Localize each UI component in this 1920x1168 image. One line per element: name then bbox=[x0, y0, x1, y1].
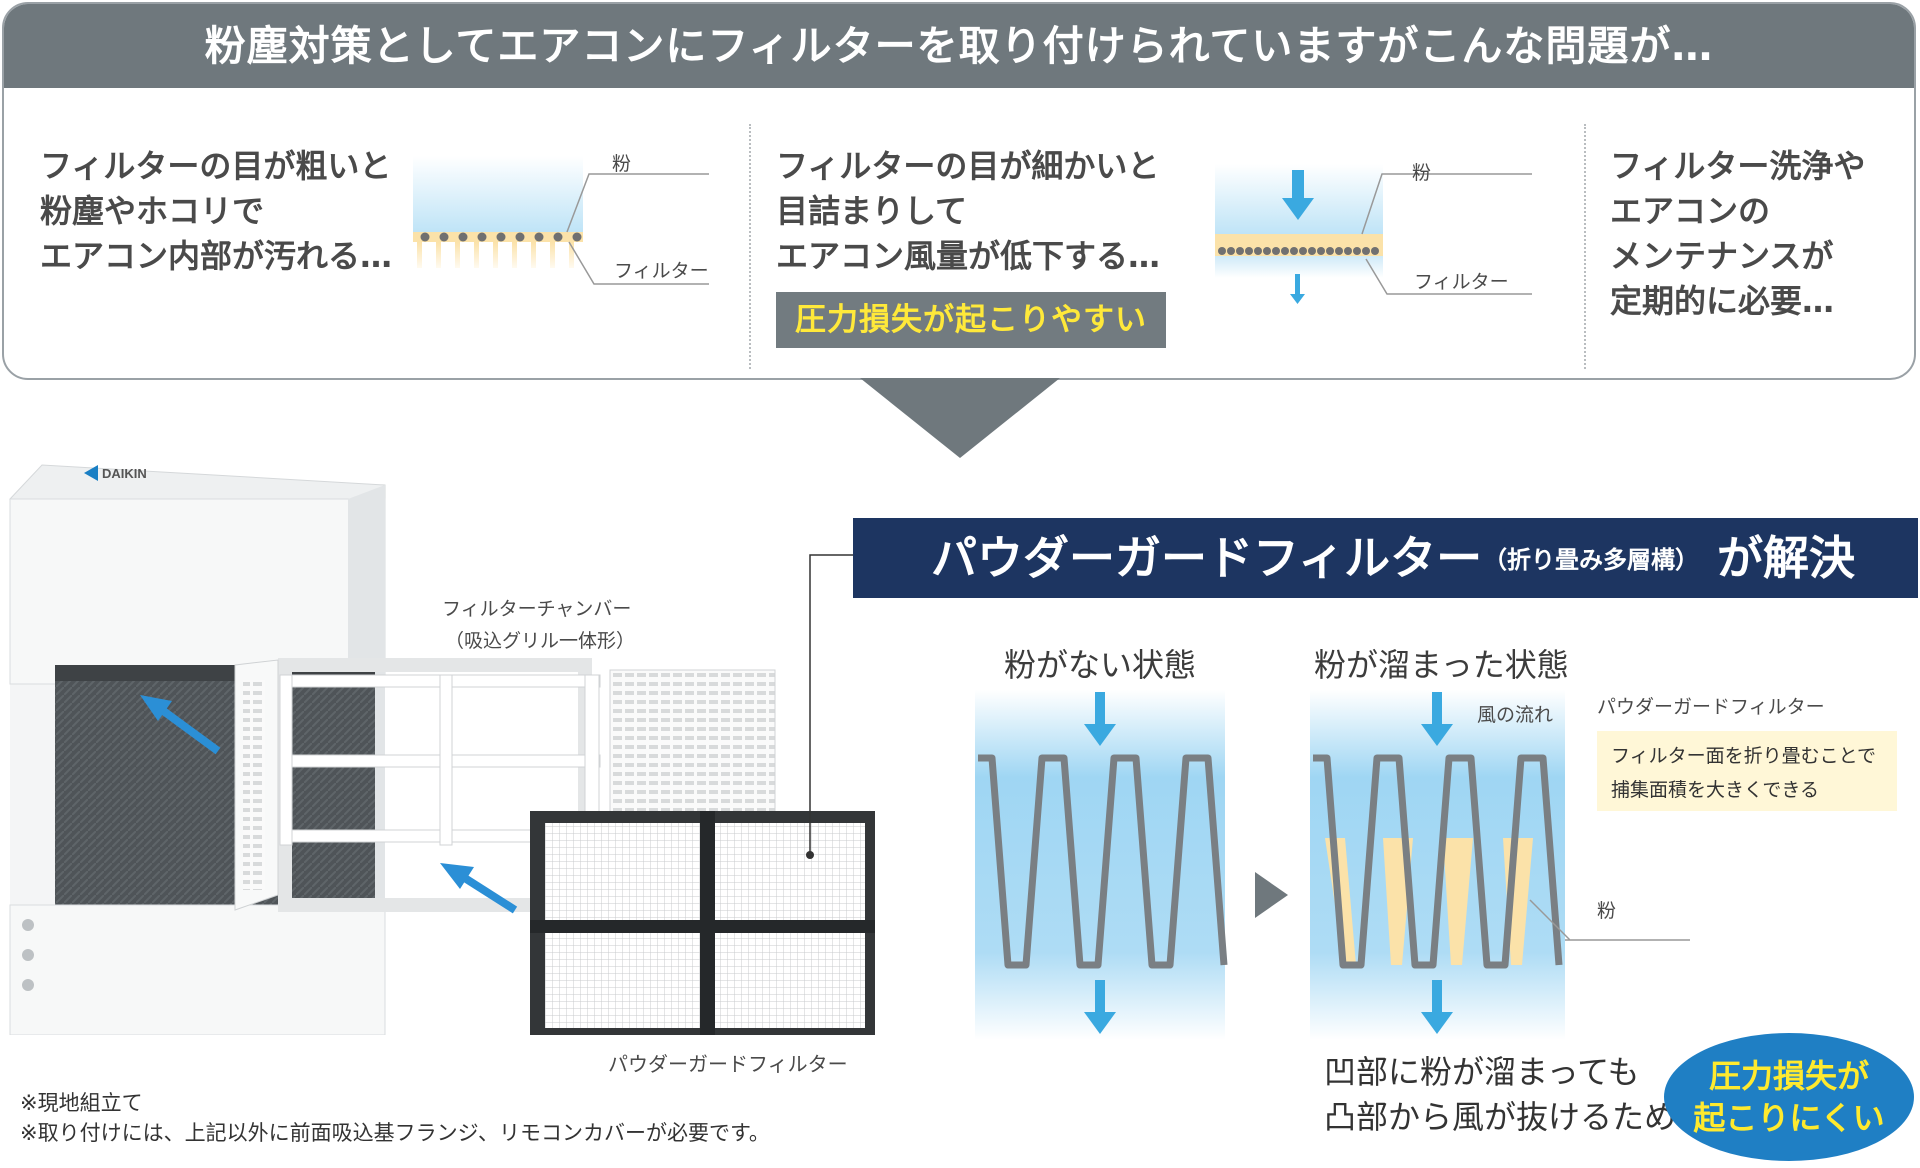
insert-arrow-icon bbox=[440, 863, 518, 914]
divider bbox=[1584, 124, 1586, 369]
text-line: エアコン風量が低下する… bbox=[776, 237, 1161, 275]
solution-title-sub: （折り畳み多層構） bbox=[1483, 546, 1699, 574]
fine-filter-diagram bbox=[1215, 164, 1532, 304]
filter-dots bbox=[420, 232, 582, 242]
arrow-down-icon bbox=[1421, 692, 1453, 746]
pressure-loss-hard-badge: 圧力損失が 起こりにくい bbox=[1664, 1033, 1914, 1161]
problem-col3-text: フィルター洗浄や エアコンの メンテナンスが 定期的に必要… bbox=[1610, 144, 1865, 324]
problem-panel: 粉塵対策としてエアコンにフィルターを取り付けられていますがこんな問題が… フィル… bbox=[2, 2, 1916, 380]
text-line: メンテナンスが bbox=[1610, 237, 1834, 275]
problem-col1-text: フィルターの目が粗いと 粉塵やホコリで エアコン内部が汚れる… bbox=[40, 144, 392, 279]
daikin-logo: DAIKIN bbox=[84, 465, 147, 481]
text-line: フィルター洗浄や bbox=[1610, 147, 1866, 185]
footnote: ※取り付けには、上記以外に前面吸込基フランジ、リモコンカバーが必要です。 bbox=[20, 1121, 770, 1145]
leader-line bbox=[809, 554, 853, 855]
coarse-filter-diagram bbox=[413, 156, 709, 285]
product-illustration: DAIKIN bbox=[9, 464, 875, 1035]
solution-explanation: 凹部に粉が溜まっても 凸部から風が抜けるため bbox=[1324, 1050, 1676, 1140]
footnotes: ※現地組立て ※取り付けには、上記以外に前面吸込基フランジ、リモコンカバーが必要… bbox=[20, 1088, 770, 1148]
badge-line: 圧力損失が bbox=[1708, 1057, 1869, 1095]
air-conditioner-unit bbox=[9, 464, 386, 1035]
text-line: フィルターの目が細かいと bbox=[776, 147, 1160, 185]
text-line: 目詰まりして bbox=[776, 192, 968, 230]
problem-header: 粉塵対策としてエアコンにフィルターを取り付けられていますがこんな問題が… bbox=[4, 4, 1914, 88]
air-zone bbox=[413, 156, 583, 232]
footnote: ※現地組立て bbox=[20, 1091, 143, 1115]
arrow-down-icon bbox=[1282, 170, 1314, 220]
note-line: 捕集面積を大きくできる bbox=[1611, 779, 1820, 801]
filter-product-label: パウダーガードフィルター bbox=[608, 1052, 848, 1076]
state-dusty-label: 粉が溜まった状態 bbox=[1314, 646, 1569, 684]
text-line: 凸部から風が抜けるため bbox=[1324, 1098, 1677, 1136]
arrow-down-icon bbox=[1084, 980, 1116, 1034]
insert-arrow-icon bbox=[140, 695, 221, 755]
fold-note-box: フィルター面を折り畳むことで 捕集面積を大きくできる bbox=[1597, 731, 1897, 811]
wind-flow-label: 風の流れ bbox=[1477, 704, 1554, 726]
powder-leader bbox=[1565, 939, 1690, 941]
svg-text:DAIKIN: DAIKIN bbox=[102, 466, 147, 481]
pgf-label: パウダーガードフィルター bbox=[1597, 696, 1825, 718]
badge-line: 起こりにくい bbox=[1693, 1099, 1885, 1137]
pleated-filter-diagrams bbox=[975, 690, 1570, 1040]
text-line: フィルターの目が粗いと bbox=[40, 147, 392, 185]
divider bbox=[749, 124, 751, 369]
state-clean-label: 粉がない状態 bbox=[1004, 646, 1197, 684]
chamber-label: フィルターチャンバー bbox=[442, 598, 632, 620]
label-filter: フィルター bbox=[614, 260, 709, 282]
down-triangle-icon bbox=[860, 378, 1060, 458]
filter-dots bbox=[1218, 247, 1379, 255]
solution-title-end: が解決 bbox=[1717, 531, 1855, 585]
clean-filter bbox=[975, 690, 1228, 1040]
text-line: 定期的に必要… bbox=[1610, 282, 1835, 320]
label-filter: フィルター bbox=[1414, 271, 1509, 293]
next-arrow-icon bbox=[1255, 872, 1288, 918]
arrow-down-small-icon bbox=[1290, 274, 1305, 304]
text-line: エアコンの bbox=[1610, 192, 1771, 230]
chamber-label-sub: （吸込グリル一体形） bbox=[445, 630, 636, 652]
pressure-loss-easy-badge: 圧力損失が起こりやすい bbox=[776, 292, 1166, 348]
label-powder: 粉 bbox=[612, 153, 632, 175]
dusty-filter bbox=[1310, 690, 1570, 1040]
problem-col2-text: フィルターの目が細かいと 目詰まりして エアコン風量が低下する… bbox=[776, 144, 1160, 279]
note-line: フィルター面を折り畳むことで bbox=[1611, 745, 1877, 767]
text-line: エアコン内部が汚れる… bbox=[40, 237, 393, 275]
solution-title-bar: パウダーガードフィルター （折り畳み多層構） が解決 bbox=[853, 518, 1918, 598]
text-line: 凹部に粉が溜まっても bbox=[1324, 1053, 1640, 1091]
arrow-down-icon bbox=[1421, 980, 1453, 1034]
solution-title-main: パウダーガードフィルター bbox=[931, 531, 1483, 585]
powder-guard-filter bbox=[530, 811, 875, 1035]
powder-label: 粉 bbox=[1597, 900, 1617, 922]
label-powder: 粉 bbox=[1412, 162, 1432, 184]
text-line: 粉塵やホコリで bbox=[40, 192, 265, 230]
arrow-down-icon bbox=[1084, 692, 1116, 746]
